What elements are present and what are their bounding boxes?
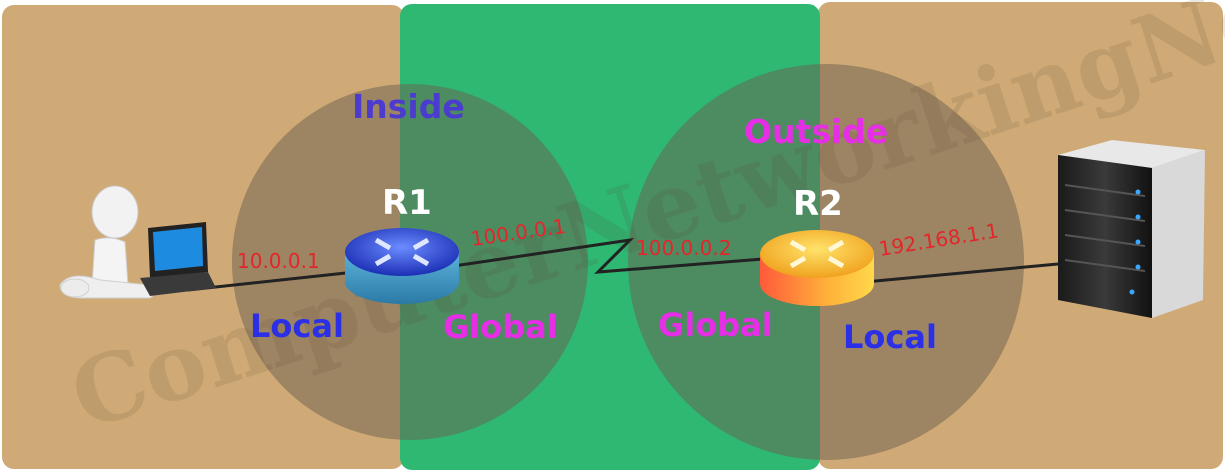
right-global-label: Global — [658, 306, 773, 344]
ip-r1-inside: 10.0.0.1 — [237, 249, 320, 273]
right-local-label: Local — [843, 318, 937, 356]
router-r2-name: R2 — [793, 184, 843, 224]
left-local-label: Local — [250, 307, 344, 345]
link-r1-r2-serial — [439, 237, 776, 274]
user-with-laptop-icon — [59, 185, 216, 299]
server-icon — [1058, 140, 1205, 318]
ip-r2-outside: 100.0.0.2 — [636, 236, 731, 260]
link-user-r1 — [187, 270, 356, 292]
left-global-label: Global — [443, 308, 558, 346]
router-r1-icon — [345, 228, 459, 304]
inside-label: Inside — [352, 87, 465, 126]
router-r1-name: R1 — [382, 183, 432, 223]
outside-label: Outside — [744, 112, 888, 151]
router-r2-icon — [760, 230, 874, 306]
link-r2-server — [864, 262, 1059, 284]
